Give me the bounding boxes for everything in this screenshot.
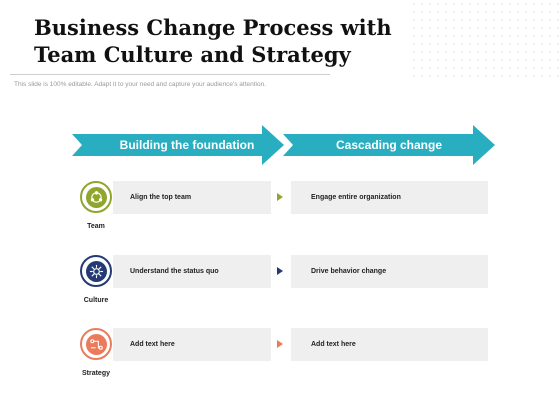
team-network-icon xyxy=(85,186,107,208)
pointer-strategy xyxy=(277,340,283,348)
box-engage-organization: Engage entire organization xyxy=(291,181,488,214)
strategy-icon-circle xyxy=(80,328,112,360)
row-label-team: Team xyxy=(87,223,105,230)
pointer-team xyxy=(277,193,283,201)
arrow-label: Cascading change xyxy=(335,138,443,152)
team-icon-circle xyxy=(80,181,112,213)
box-understand-status-quo: Understand the status quo xyxy=(113,255,271,288)
background-dot-pattern xyxy=(410,0,560,80)
row-label-culture: Culture xyxy=(83,297,109,304)
arrow-label: Building the foundation xyxy=(119,138,255,152)
pointer-culture xyxy=(277,267,283,275)
box-align-top-team: Align the top team xyxy=(113,181,271,214)
box-add-text-left: Add text here xyxy=(113,328,271,361)
culture-icon-circle xyxy=(80,255,112,287)
row-label-strategy: Strategy xyxy=(81,370,110,377)
strategy-flow-icon xyxy=(85,333,107,355)
arrow-cascading-change: Cascading change xyxy=(283,125,495,165)
title-divider xyxy=(10,74,330,75)
box-drive-behavior-change: Drive behavior change xyxy=(291,255,488,288)
arrow-shape xyxy=(283,125,495,165)
slide-subtitle: This slide is 100% editable. Adapt it to… xyxy=(14,81,267,88)
culture-globe-icon xyxy=(85,260,107,282)
box-add-text-right: Add text here xyxy=(291,328,488,361)
arrow-building-foundation: Building the foundation xyxy=(72,125,284,165)
slide-title: Business Change Process with Team Cultur… xyxy=(34,15,392,67)
arrow-shape xyxy=(72,125,284,165)
